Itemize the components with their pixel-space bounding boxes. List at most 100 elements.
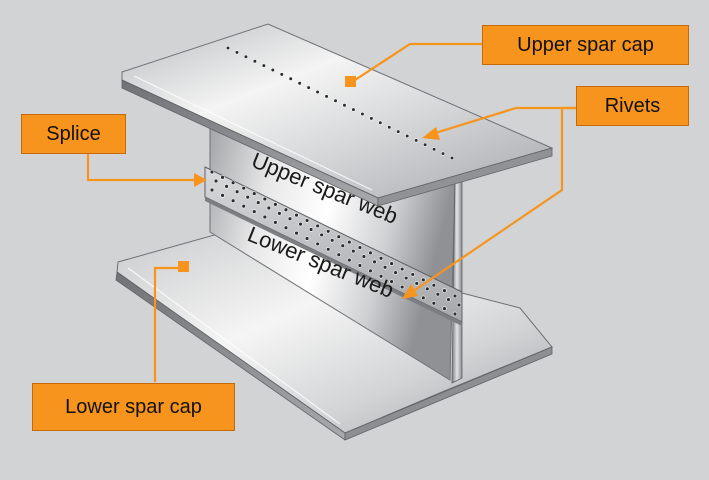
rivet-hole (326, 229, 331, 234)
rivet-hole (315, 223, 320, 229)
rivet-hole (431, 283, 437, 288)
rivet-hole (340, 243, 345, 248)
splice-strip (204, 166, 463, 326)
upper-cap-rivet-row (225, 45, 455, 161)
leader-lines (86, 42, 576, 382)
rivet-hole (396, 129, 401, 134)
rivet-hole (421, 277, 426, 283)
rivet-hole (283, 207, 289, 212)
rivet-hole (252, 59, 257, 64)
rivets-leader-top (431, 106, 576, 136)
rivet-hole (252, 191, 257, 196)
rivet-hole (243, 54, 249, 59)
rivets-arrow-top (422, 127, 440, 140)
rivet-hole (224, 184, 229, 189)
rivet-hole (399, 266, 405, 272)
rivet-hole (245, 194, 250, 200)
splice-leader (86, 152, 198, 182)
rivet-hole (442, 288, 447, 293)
rivet-hole (431, 301, 437, 306)
rivet-hole (342, 103, 347, 108)
rivet-hole (230, 198, 236, 203)
leader-markers (178, 76, 440, 299)
rivet-hole (333, 98, 338, 103)
rivet-hole (209, 169, 215, 175)
rivet-hole (369, 116, 374, 121)
rivet-hole (209, 187, 215, 193)
lower-spar-cap-marker (178, 261, 189, 272)
upper-spar-cap-callout: Upper spar cap (482, 25, 689, 65)
rivet-hole (315, 241, 320, 247)
rivets-arrow-bottom (402, 284, 418, 299)
rivet-hole (234, 189, 240, 194)
rivet-hole (319, 232, 324, 238)
rivet-hole (256, 200, 261, 205)
rivet-hole (287, 216, 293, 221)
upper-spar-cap-leader (351, 42, 482, 83)
lower-spar-cap (115, 231, 553, 441)
rivet-hole (213, 178, 219, 184)
rivet-hole (449, 155, 455, 161)
rivet-hole (357, 245, 363, 250)
rivet-hole (368, 250, 373, 256)
rivet-hole (273, 202, 278, 207)
rivet-hole (234, 50, 240, 55)
rivet-hole (378, 256, 384, 261)
rivet-hole (262, 214, 268, 220)
rivet-hole (326, 247, 331, 252)
rivet-hole (279, 72, 284, 77)
rivet-hole (446, 297, 451, 302)
rivet-hole (378, 120, 383, 125)
rivet-hole (261, 63, 266, 68)
rivet-hole (288, 76, 293, 81)
rivet-hole (230, 180, 236, 185)
rivet-hole (456, 302, 462, 308)
rivet-hole (351, 107, 356, 112)
rivet-hole (423, 142, 428, 147)
rivet-hole (330, 238, 335, 243)
rivet-hole (425, 286, 430, 292)
rivet-hole (421, 295, 426, 301)
rivet-hole (273, 220, 278, 225)
rivet-hole (440, 151, 446, 156)
rivet-hole (399, 284, 405, 290)
rivet-hole (304, 236, 310, 241)
rivet-hole (297, 81, 302, 86)
rivet-hole (306, 85, 311, 90)
upper-spar-cap (121, 23, 554, 207)
rivet-hole (262, 196, 268, 202)
rivet-hole (252, 209, 257, 214)
rivets-callout: Rivets (576, 86, 689, 126)
rivet-hole (378, 274, 384, 279)
splice-rivet-holes (209, 169, 462, 317)
rivet-hole (347, 239, 352, 245)
rivet-hole (308, 227, 314, 232)
rivet-hole (393, 270, 398, 275)
rivet-hole (389, 261, 394, 266)
rivet-hole (442, 306, 447, 311)
rivet-hole (389, 279, 394, 284)
rivet-hole (336, 234, 341, 239)
rivet-hole (294, 230, 299, 236)
rivet-hole (315, 89, 320, 95)
rivet-hole (372, 259, 377, 265)
rivet-hole (405, 133, 410, 139)
rivet-hole (435, 292, 441, 297)
rivet-hole (368, 268, 373, 274)
rivet-hole (382, 265, 388, 270)
rivet-hole (414, 138, 419, 143)
rivet-hole (414, 281, 419, 286)
rivet-hole (304, 218, 310, 223)
rivet-hole (452, 311, 458, 317)
rivet-hole (360, 111, 365, 117)
rivet-hole (336, 252, 341, 257)
rivet-hole (431, 147, 437, 152)
rivet-hole (410, 272, 415, 277)
rivet-hole (241, 185, 246, 191)
rivet-hole (298, 221, 303, 227)
rivet-hole (347, 257, 352, 263)
rivet-hole (220, 193, 225, 198)
rivet-hole (225, 45, 231, 51)
rivet-hole (361, 254, 367, 259)
